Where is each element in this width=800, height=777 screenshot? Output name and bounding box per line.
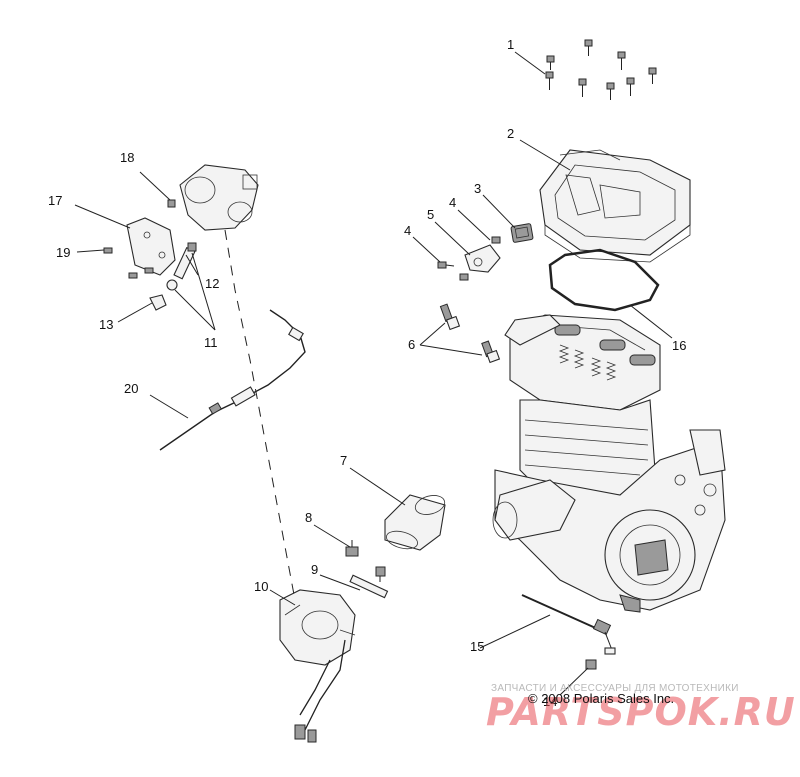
intake-boot bbox=[384, 494, 446, 551]
mounting-bracket bbox=[126, 217, 176, 276]
sensor bbox=[149, 294, 167, 311]
callout-11: 11 bbox=[204, 335, 218, 350]
throttle-body bbox=[279, 589, 356, 743]
callout-15: 15 bbox=[470, 639, 485, 654]
pin bbox=[349, 574, 389, 599]
callout-4b: 4 bbox=[404, 223, 412, 238]
bolt bbox=[617, 51, 626, 70]
copyright-notice: © 2008 Polaris Sales Inc. bbox=[528, 691, 675, 706]
callout-12: 12 bbox=[205, 276, 220, 291]
callout-19: 19 bbox=[56, 245, 71, 260]
bolt bbox=[584, 39, 593, 56]
callout-8: 8 bbox=[305, 510, 313, 525]
screw bbox=[491, 236, 501, 244]
sensor-stud bbox=[187, 242, 197, 252]
callout-16: 16 bbox=[672, 338, 687, 353]
throttle-cable bbox=[159, 309, 306, 451]
sensor-bracket bbox=[464, 244, 501, 273]
bolt bbox=[606, 82, 615, 100]
leader-lines bbox=[74, 51, 673, 696]
callout-17: 17 bbox=[48, 193, 63, 208]
callout-20: 20 bbox=[124, 381, 139, 396]
bolt bbox=[648, 67, 657, 84]
screw bbox=[144, 267, 154, 274]
spark-plug bbox=[439, 303, 461, 331]
callout-10: 10 bbox=[254, 579, 269, 594]
engine-assembly bbox=[492, 314, 726, 613]
screw bbox=[103, 247, 113, 254]
bolt bbox=[546, 55, 555, 70]
valve-cover-gasket bbox=[548, 248, 660, 312]
screw bbox=[167, 199, 176, 208]
assembly-guide-line bbox=[224, 229, 296, 601]
bolt-set bbox=[545, 39, 657, 100]
callout-3: 3 bbox=[474, 181, 482, 196]
stud bbox=[585, 659, 597, 670]
grommet bbox=[166, 279, 178, 291]
callout-14: 14 bbox=[543, 694, 558, 709]
screw bbox=[437, 261, 455, 269]
bolt bbox=[626, 77, 635, 96]
callout-2: 2 bbox=[507, 126, 515, 141]
sensor-stud bbox=[173, 246, 196, 280]
callout-13: 13 bbox=[99, 317, 114, 332]
callout-7: 7 bbox=[340, 453, 348, 468]
throttle-housing-upper bbox=[179, 164, 259, 231]
temperature-sensor bbox=[521, 594, 616, 655]
clamp-bolt bbox=[375, 566, 386, 582]
spark-plug bbox=[481, 340, 501, 364]
callout-5: 5 bbox=[427, 207, 435, 222]
screw bbox=[459, 273, 469, 281]
valve-cover bbox=[539, 149, 691, 263]
callout-18: 18 bbox=[120, 150, 135, 165]
watermark-logo: PARTSPOK.RU bbox=[486, 690, 796, 734]
callout-1: 1 bbox=[507, 37, 515, 52]
screw bbox=[128, 272, 138, 279]
callout-6: 6 bbox=[408, 337, 416, 352]
bolt bbox=[578, 78, 587, 97]
clamp-bolt bbox=[345, 540, 359, 557]
sensor-plate bbox=[510, 223, 534, 243]
callout-4a: 4 bbox=[449, 195, 457, 210]
watermark-tagline: ЗАПЧАСТИ И АКСЕССУАРЫ ДЛЯ МОТОТЕХНИКИ bbox=[491, 683, 739, 694]
bolt bbox=[545, 71, 554, 90]
callout-9: 9 bbox=[311, 562, 319, 577]
